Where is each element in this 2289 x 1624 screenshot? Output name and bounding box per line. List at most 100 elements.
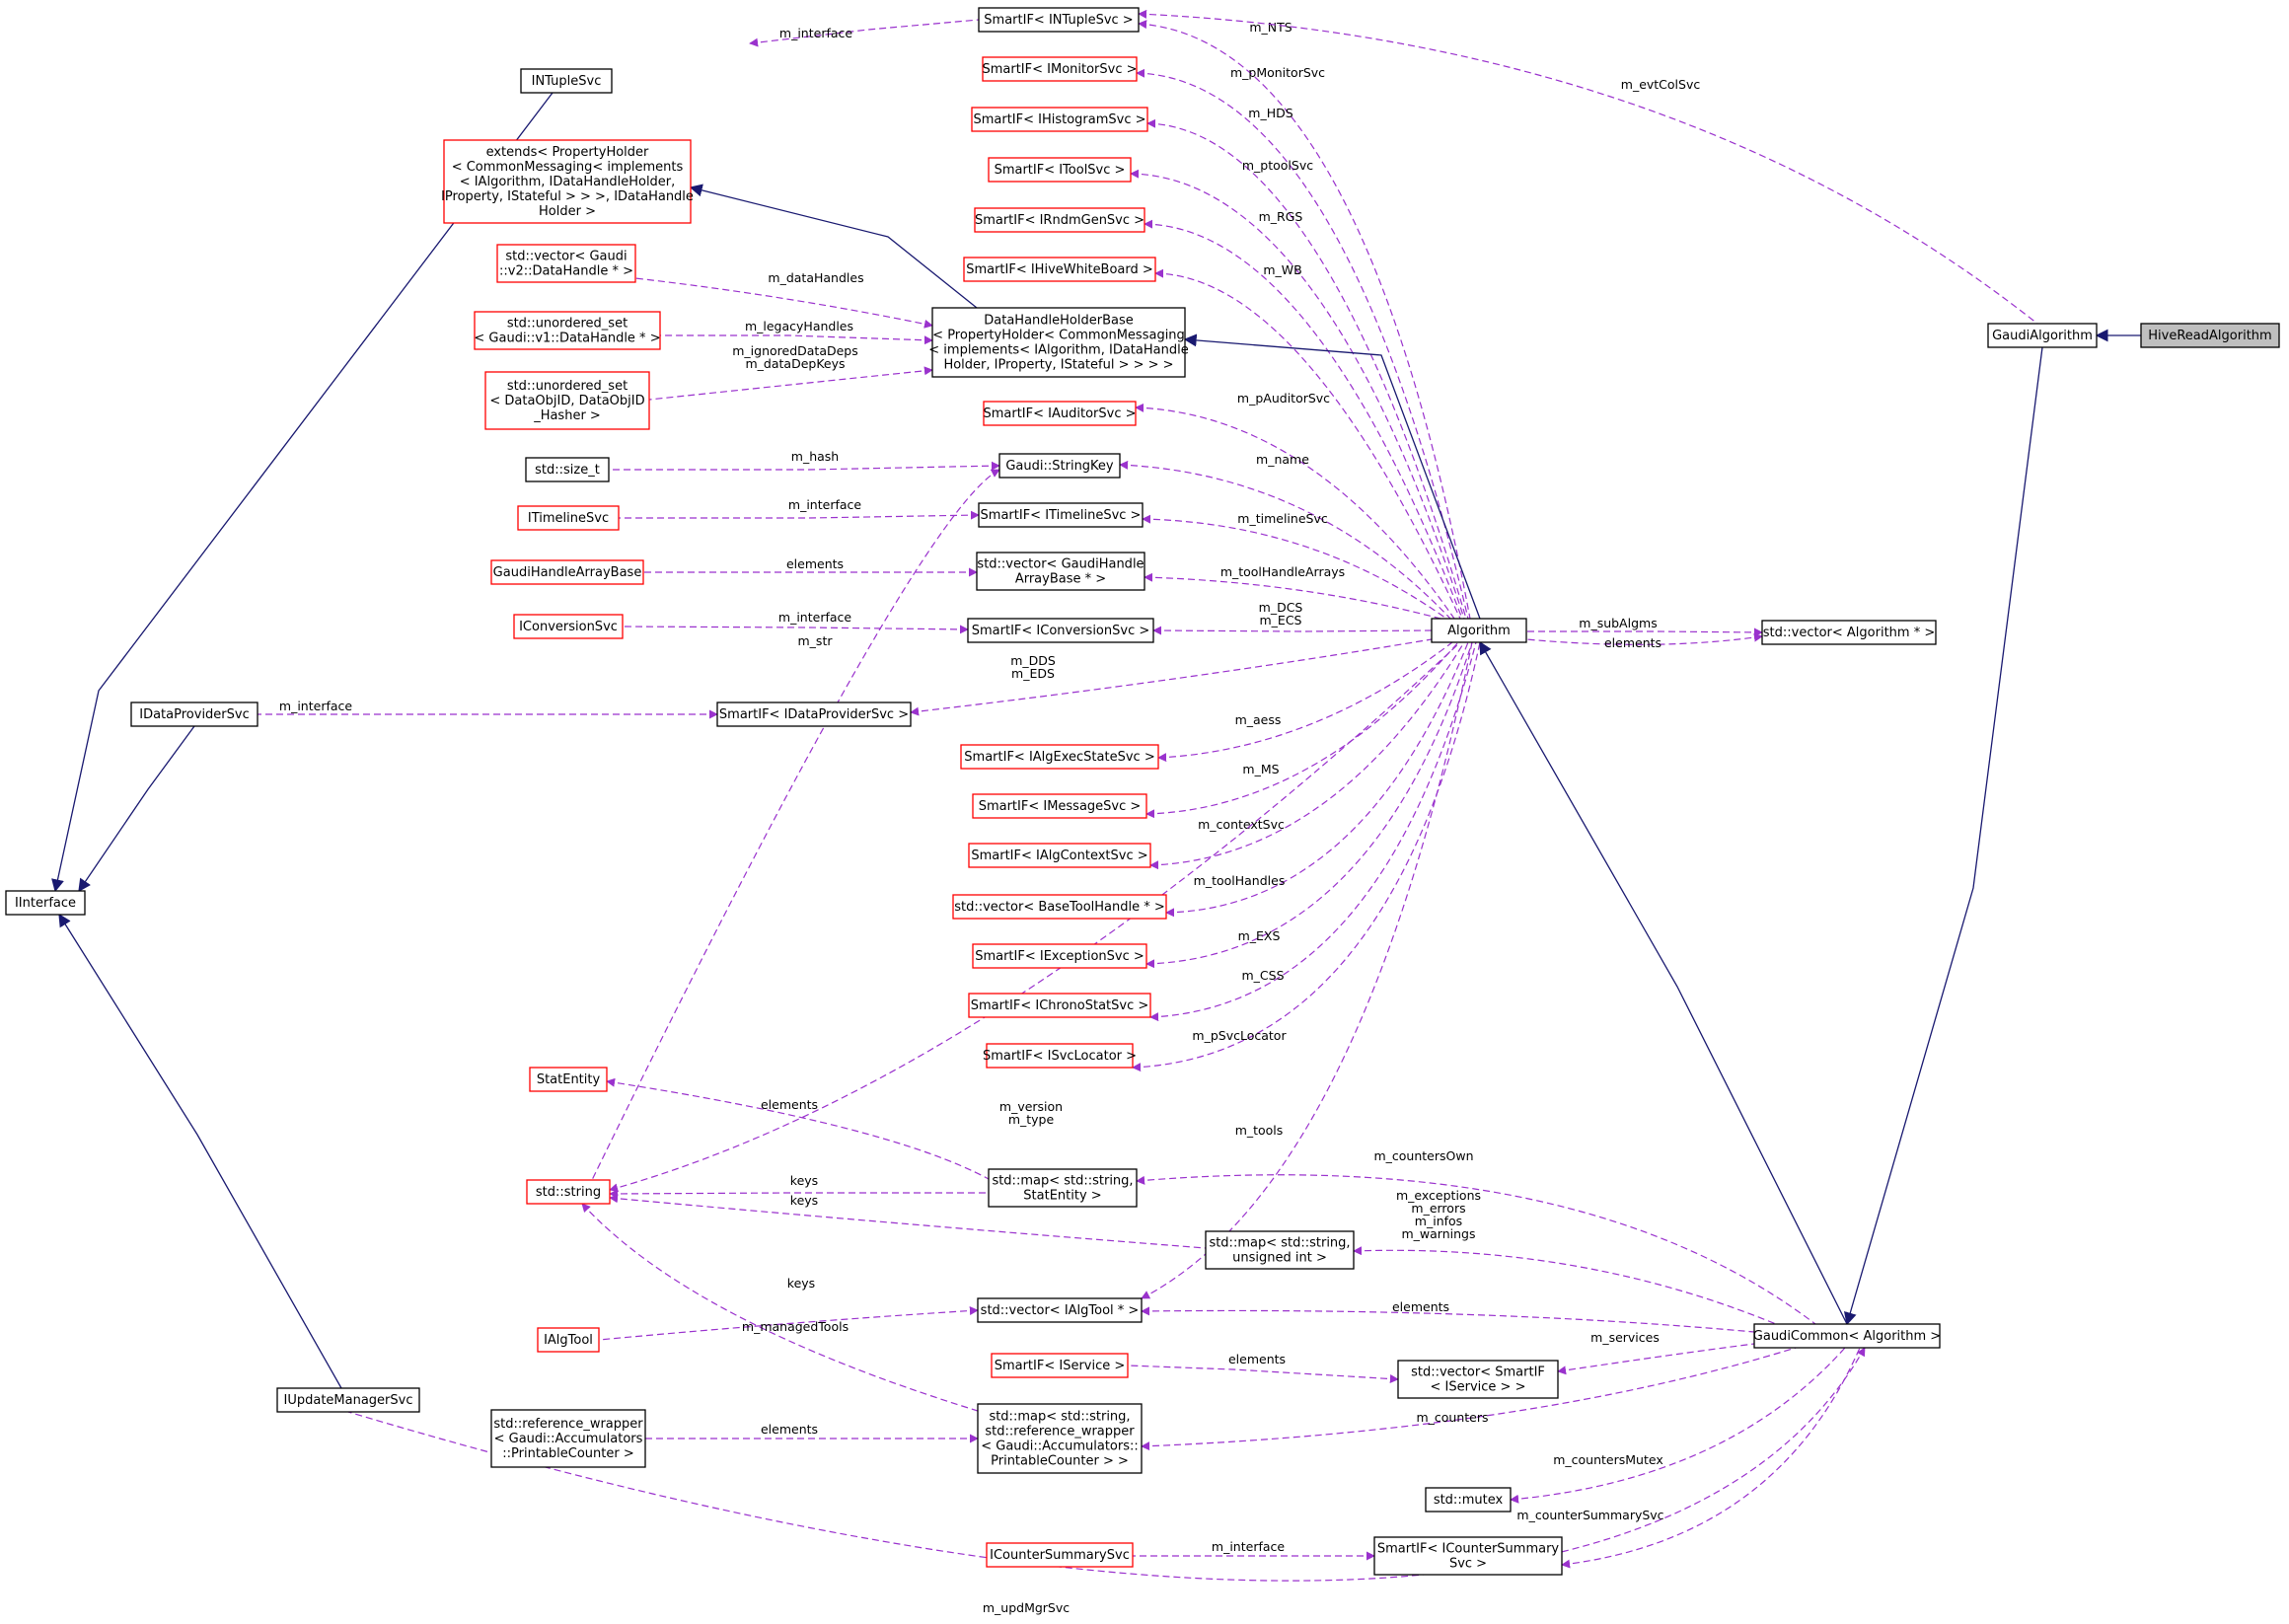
node-box	[931, 307, 1186, 378]
edge-size-t-to-stringkey: m_hash	[609, 449, 1000, 471]
node-smartif-iservice[interactable]: SmartIF< IService >	[991, 1353, 1129, 1378]
node-iinterface[interactable]: IInterface	[5, 890, 86, 916]
node-smartif-itool[interactable]: SmartIF< IToolSvc >	[988, 157, 1132, 183]
node-std-mutex[interactable]: std::mutex	[1425, 1487, 1512, 1513]
edge-label: m_HDS	[1248, 106, 1292, 120]
node-intuplesvc[interactable]: INTupleSvc	[520, 68, 613, 94]
node-smartif-ialgcontext[interactable]: SmartIF< IAlgContextSvc >	[968, 843, 1151, 868]
node-gaudialgorithm[interactable]: GaudiAlgorithm	[1987, 323, 2098, 348]
node-smartif-ihive[interactable]: SmartIF< IHiveWhiteBoard >	[963, 257, 1156, 282]
edge-smartif-ntuple-to-algorithm: m_NTS	[1138, 20, 1471, 620]
node-label-line: < PropertyHolder< CommonMessaging	[932, 329, 1185, 343]
node-vec-algorithm[interactable]: std::vector< Algorithm * >	[1761, 620, 1937, 645]
node-smartif-ichrono[interactable]: SmartIF< IChronoStatSvc >	[968, 993, 1151, 1018]
usage-line	[1526, 627, 1763, 637]
edge-label: m_RGS	[1259, 209, 1303, 224]
node-label-line: unsigned int >	[1232, 1251, 1327, 1266]
node-uset-dataobj[interactable]: std::unordered_set< DataObjID, DataObjID…	[484, 371, 650, 430]
node-box	[1431, 618, 1527, 643]
node-label-line: std::vector< Algorithm * >	[1763, 626, 1935, 640]
node-gaudicommon[interactable]: GaudiCommon< Algorithm >	[1753, 1323, 1941, 1349]
node-vec-smartif-iservice[interactable]: std::vector< SmartIF< IService > >	[1397, 1360, 1559, 1399]
node-label-line: SmartIF< IService >	[995, 1359, 1126, 1373]
node-extends-ph[interactable]: extends< PropertyHolder< CommonMessaging…	[441, 139, 694, 224]
inheritance-line	[1479, 640, 1848, 1325]
edge-smartif-imessage-to-algorithm: m_MS	[1145, 641, 1459, 819]
usage-line	[1132, 641, 1481, 1072]
node-label-line: < DataObjID, DataObjID	[489, 394, 644, 408]
edge-label: keys	[787, 1276, 815, 1291]
usage-line	[1353, 1246, 1777, 1325]
node-uset-datahandle[interactable]: std::unordered_set< Gaudi::v1::DataHandl…	[474, 311, 661, 350]
node-map-statentity[interactable]: std::map< std::string,StatEntity >	[988, 1168, 1138, 1208]
node-label-line: < Gaudi::v1::DataHandle * >	[474, 332, 660, 346]
edge-smartif-ichrono-to-algorithm: m_CSS	[1149, 641, 1477, 1022]
node-size-t[interactable]: std::size_t	[525, 457, 610, 482]
node-smartif-iexception[interactable]: SmartIF< IExceptionSvc >	[972, 943, 1147, 969]
edge-vec-smartif-iservice-to-gaudicommon: m_services	[1557, 1330, 1755, 1375]
node-label-line: SmartIF< IAlgExecStateSvc >	[964, 750, 1154, 765]
edge-iupdatemanagersvc-to-gaudicommon: m_updMgrSvc	[347, 1347, 1866, 1615]
node-label-line: SmartIF< IHistogramSvc >	[973, 112, 1145, 127]
node-vec-basetoolhandle[interactable]: std::vector< BaseToolHandle * >	[952, 894, 1167, 920]
usage-line	[634, 277, 933, 329]
node-smartif-ihisto[interactable]: SmartIF< IHistogramSvc >	[971, 107, 1148, 132]
node-icountersummarysvc[interactable]: ICounterSummarySvc	[986, 1542, 1134, 1568]
node-ghab[interactable]: GaudiHandleArrayBase	[490, 559, 644, 585]
node-map-refwrap[interactable]: std::map< std::string,std::reference_wra…	[977, 1403, 1143, 1474]
node-itimelinesvc[interactable]: ITimelineSvc	[517, 505, 620, 531]
node-smartif-itimeline[interactable]: SmartIF< ITimelineSvc >	[978, 502, 1144, 528]
node-label-line: std::reference_wrapper	[493, 1417, 643, 1432]
usage-line	[1138, 20, 1471, 620]
edge-label: m_counters	[1416, 1410, 1488, 1425]
node-std-string[interactable]: std::string	[526, 1179, 611, 1205]
node-label-line: HiveReadAlgorithm	[2148, 329, 2271, 343]
edge-vec-algorithm-to-algorithm: m_subAlgms	[1526, 616, 1763, 637]
usage-line	[581, 1203, 979, 1412]
node-ialgtool[interactable]: IAlgTool	[537, 1327, 600, 1353]
node-smartif-imessage[interactable]: SmartIF< IMessageSvc >	[972, 793, 1147, 819]
node-smartif-iconversion[interactable]: SmartIF< IConversionSvc >	[967, 618, 1154, 643]
edge-iinterface-to-idataprovidersvc	[51, 92, 554, 893]
usage-line	[1136, 1174, 1816, 1325]
node-label-line: std::reference_wrapper	[985, 1425, 1135, 1439]
node-smartif-ntuple[interactable]: SmartIF< INTupleSvc >	[978, 7, 1140, 33]
usage-line	[1127, 1365, 1399, 1384]
usage-line	[1141, 1306, 1755, 1333]
node-smartif-irndm[interactable]: SmartIF< IRndmGenSvc >	[974, 207, 1145, 233]
node-iconversionsvc[interactable]: IConversionSvc	[513, 614, 624, 639]
node-smartif-icountersummary[interactable]: SmartIF< ICounterSummarySvc >	[1373, 1536, 1563, 1576]
node-vec-ialgtool[interactable]: std::vector< IAlgTool * >	[977, 1297, 1143, 1323]
node-iupdatemanagersvc[interactable]: IUpdateManagerSvc	[276, 1387, 420, 1413]
node-smartif-iauditor[interactable]: SmartIF< IAuditorSvc >	[983, 401, 1137, 426]
node-label-line: std::vector< BaseToolHandle * >	[954, 900, 1165, 915]
edge-algorithm-to-vec-algorithm: elements	[1525, 632, 1763, 650]
node-smartif-imonitor[interactable]: SmartIF< IMonitorSvc >	[982, 56, 1138, 82]
node-box	[971, 107, 1148, 132]
node-idataprovidersvc[interactable]: IDataProviderSvc	[130, 701, 258, 727]
node-label-line: _Hasher >	[533, 408, 601, 423]
edge-label: m_counterSummarySvc	[1516, 1508, 1663, 1522]
node-label-line: GaudiHandleArrayBase	[493, 565, 642, 580]
usage-line	[1142, 514, 1447, 620]
node-label-line: DataHandleHolderBase	[984, 314, 1133, 329]
node-smartif-isvclocator[interactable]: SmartIF< ISvcLocator >	[983, 1043, 1137, 1069]
node-vec-datahandle[interactable]: std::vector< Gaudi::v2::DataHandle * >	[496, 244, 636, 283]
node-dhhb[interactable]: DataHandleHolderBase< PropertyHolder< Co…	[928, 307, 1189, 378]
node-smartif-ialgexec[interactable]: SmartIF< IAlgExecStateSvc >	[960, 744, 1159, 770]
node-label-line: ITimelineSvc	[528, 511, 609, 526]
node-vec-ghab[interactable]: std::vector< GaudiHandleArrayBase * >	[976, 552, 1145, 591]
node-algorithm[interactable]: Algorithm	[1431, 618, 1527, 643]
edge-label: m_type	[1008, 1112, 1055, 1127]
node-refwrap[interactable]: std::reference_wrapper< Gaudi::Accumulat…	[490, 1409, 646, 1468]
node-map-uint[interactable]: std::map< std::string,unsigned int >	[1205, 1230, 1355, 1270]
node-label-line: StatEntity	[537, 1072, 601, 1087]
node-box	[968, 993, 1151, 1018]
edge-stringkey-to-algorithm: m_name	[1119, 452, 1451, 620]
edge-label: m_ECS	[1260, 613, 1302, 627]
node-statentity[interactable]: StatEntity	[529, 1067, 608, 1092]
node-smartif-idataprovider[interactable]: SmartIF< IDataProviderSvc >	[716, 701, 912, 727]
node-hivereadalgorithm[interactable]: HiveReadAlgorithm	[2140, 323, 2280, 348]
node-stringkey[interactable]: Gaudi::StringKey	[998, 453, 1121, 479]
